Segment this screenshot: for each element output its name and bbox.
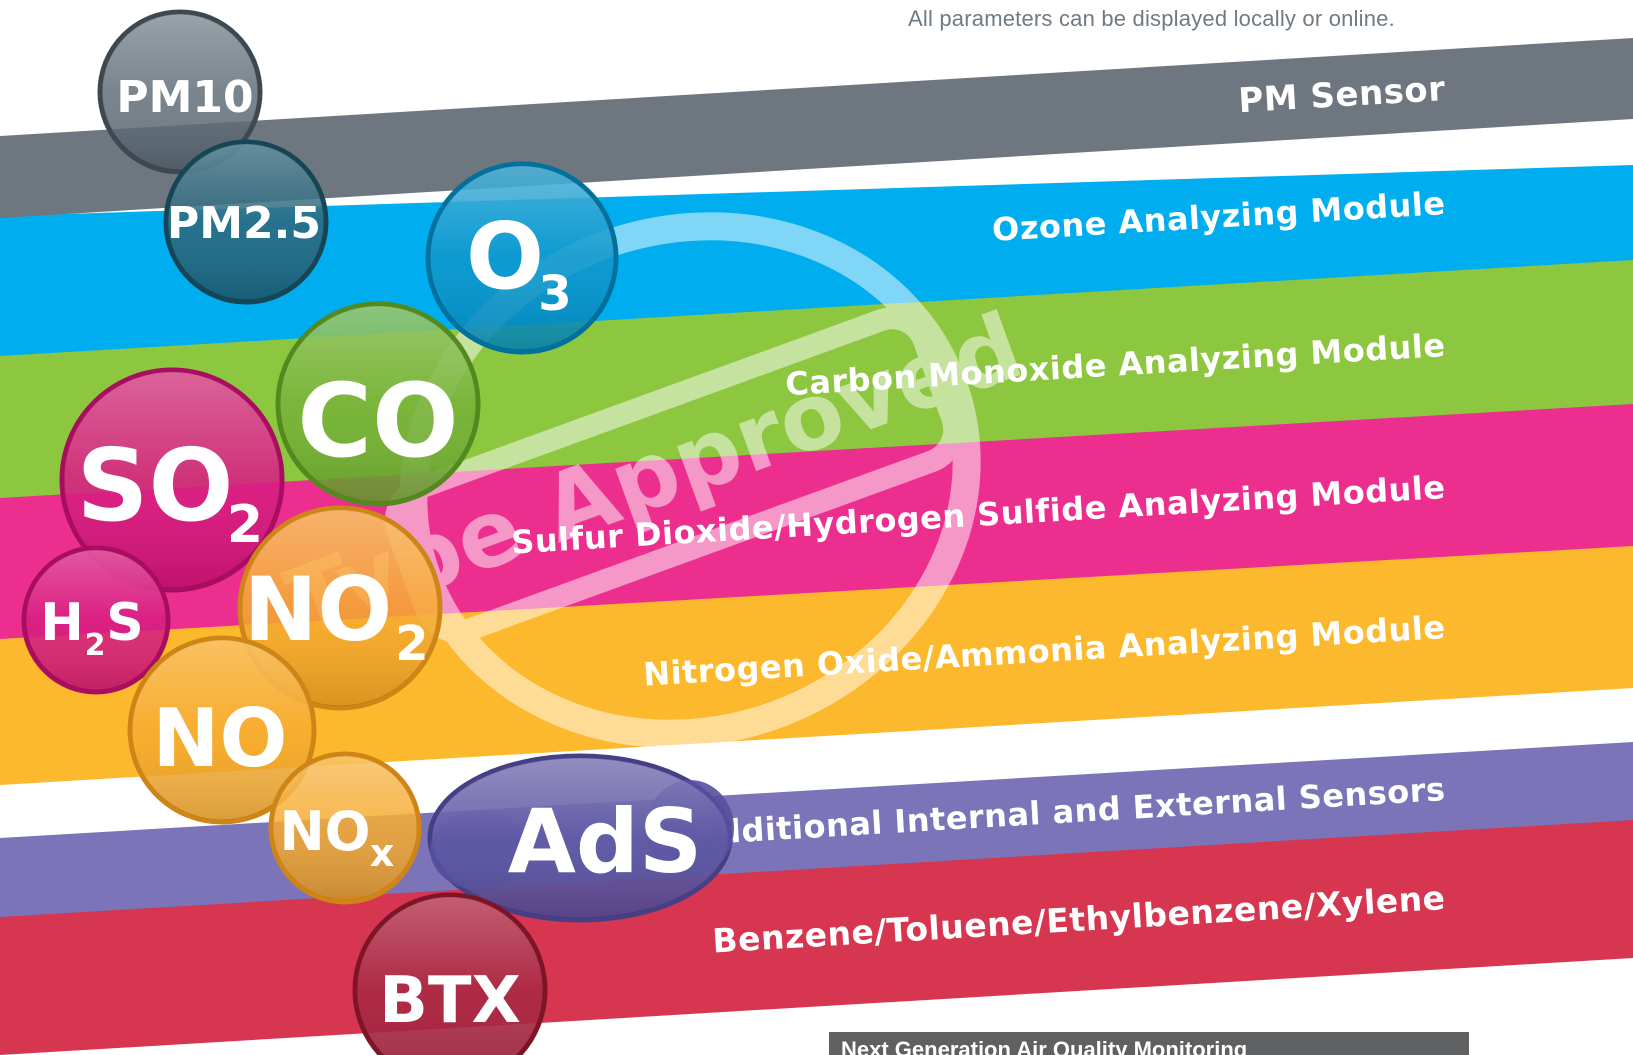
no-bubble: NO bbox=[127, 635, 317, 825]
btx-label: BTX bbox=[379, 964, 521, 1038]
band-nitrogen-oxide bbox=[0, 546, 1633, 785]
nox-bubble: NO x bbox=[268, 751, 422, 905]
ads-cloud: AdS bbox=[427, 753, 734, 923]
h2s-bubble: H 2 S bbox=[21, 545, 171, 695]
nox-subscript: x bbox=[370, 831, 395, 875]
band-pm-sensor bbox=[0, 38, 1633, 218]
co-bubble: CO bbox=[275, 301, 481, 507]
parameters-note: All parameters can be displayed locally … bbox=[908, 6, 1395, 31]
so2-subscript: 2 bbox=[227, 495, 263, 555]
co-label: CO bbox=[297, 362, 459, 481]
btx-bubble: BTX bbox=[352, 892, 548, 1055]
no-label: NO bbox=[153, 692, 288, 785]
no2-label: NO bbox=[244, 558, 392, 661]
o3-subscript: 3 bbox=[538, 266, 571, 322]
pm10-bubble: PM10 bbox=[97, 9, 263, 175]
o3-bubble: O 3 bbox=[425, 161, 619, 355]
footer-banner: Next Generation Air Quality Monitoring bbox=[829, 1032, 1469, 1055]
h2s-subscript: 2 bbox=[85, 628, 106, 663]
band-additional-sensors bbox=[0, 742, 1633, 920]
no2-subscript: 2 bbox=[395, 616, 428, 672]
so2-label: SO bbox=[76, 427, 233, 544]
nox-label: NO bbox=[279, 800, 370, 863]
h2s-h-label: H bbox=[40, 593, 84, 653]
so2-bubble: SO 2 bbox=[59, 367, 285, 593]
pm25-bubble: PM2.5 bbox=[163, 139, 329, 305]
pm10-label: PM10 bbox=[116, 72, 253, 123]
o3-label: O bbox=[466, 203, 544, 310]
ads-label: AdS bbox=[508, 790, 702, 893]
no2-bubble: NO 2 bbox=[237, 505, 443, 711]
footer-title: Next Generation Air Quality Monitoring bbox=[841, 1037, 1248, 1055]
h2s-s-label: S bbox=[106, 593, 143, 653]
pm25-label: PM2.5 bbox=[167, 198, 321, 249]
